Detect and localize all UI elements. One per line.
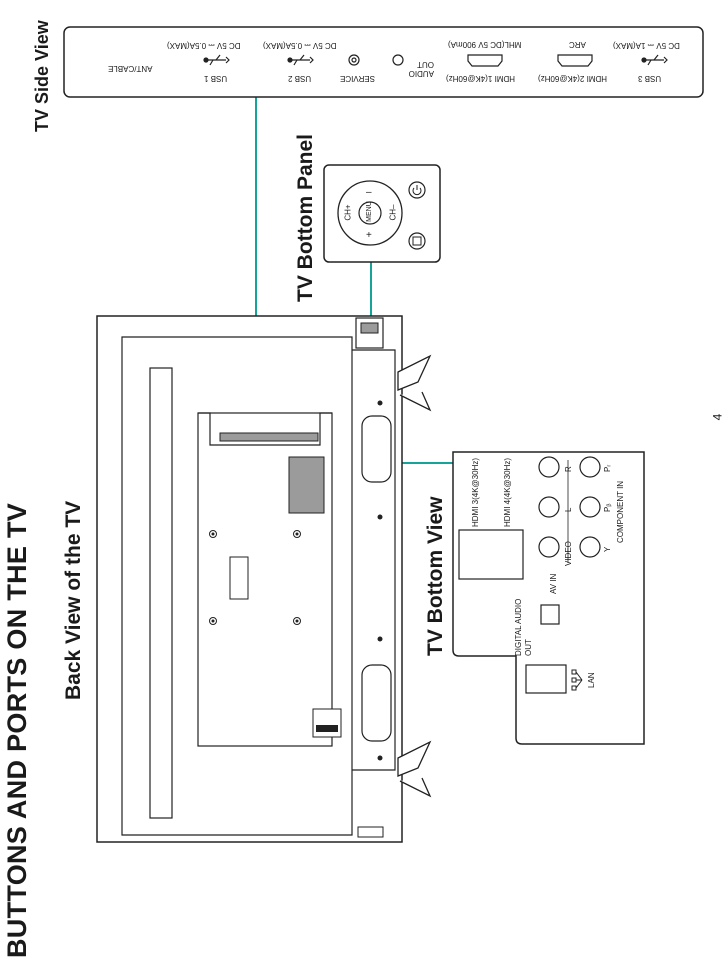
side-view-panel [63, 26, 704, 98]
audio-out-label: AUDIO OUT [408, 60, 434, 78]
power-icon [412, 185, 422, 196]
bottom-label [357, 826, 384, 838]
menu-label: MENU [365, 201, 373, 222]
usb3-icon [641, 54, 668, 66]
speaker-bottom [361, 664, 392, 742]
hdmi4-label: HDMI 4(4K@30Hz) [503, 457, 512, 527]
video-label: VIDEO [564, 541, 573, 566]
lan-label: LAN [587, 672, 596, 688]
tv-slot [149, 367, 173, 819]
y-label: Y [603, 546, 612, 552]
tv-back-inner [121, 336, 353, 836]
label-plate [229, 556, 249, 600]
lan-icon [571, 669, 583, 691]
usb3-label: USB 3 [638, 74, 662, 83]
stand-foot-top [397, 354, 432, 412]
side-port-icons [203, 54, 668, 67]
component-in-label: COMPONENT IN [616, 480, 625, 543]
side-port-cavity [198, 412, 332, 446]
l-label: L [564, 507, 573, 512]
hdmi2-note: ARC [569, 40, 586, 49]
side-screws [377, 400, 383, 761]
optical-port [540, 604, 560, 625]
vesa-screws [209, 530, 301, 625]
vol-down-label: – [366, 187, 372, 198]
hdmi-block [458, 529, 524, 580]
pr-label: Pᵣ [603, 464, 612, 472]
usb2-label: USB 2 [288, 74, 312, 83]
power-cord-label [316, 725, 338, 732]
power-cord-socket [312, 708, 342, 738]
service-port [348, 54, 360, 66]
ch-up-label: CH+ [343, 204, 353, 221]
hdmi1-port [467, 54, 503, 67]
stand-foot-bottom [397, 740, 432, 798]
av-in-label: AV IN [549, 573, 558, 594]
bottom-view-panel [452, 451, 645, 745]
menu-button [358, 201, 382, 225]
ant-cable-label: ANT/CABLE [108, 64, 153, 73]
input-button [408, 232, 426, 250]
hdmi2-label: HDMI 2(4K@60Hz) [538, 74, 608, 83]
pb-label: Pᵦ [603, 503, 612, 512]
component-jacks [538, 456, 601, 558]
vol-up-label: + [366, 230, 372, 241]
hdmi1-label: HDMI 1(4K@60Hz) [446, 74, 516, 83]
hdmi3-label: HDMI 3(4K@30Hz) [471, 457, 480, 527]
usb1-note: DC 5V ⎓ 0.5A(MAX) [167, 41, 241, 50]
ch-down-label: CH– [388, 204, 398, 221]
bottom-port-block [288, 456, 325, 514]
hdmi1-note: MHL(DC 5V 900mA) [448, 40, 522, 49]
input-icon [412, 236, 422, 246]
usb1-label: USB 1 [204, 74, 228, 83]
lan-port [525, 664, 567, 694]
r-label: R [564, 466, 573, 472]
usb2-note: DC 5V ⎓ 0.5A(MAX) [263, 41, 337, 50]
speaker-top [361, 415, 392, 483]
usb1-icon [203, 54, 230, 66]
audio-out-port [392, 54, 404, 66]
tv-back-outline [96, 315, 403, 843]
usb3-note: DC 5V ⎓ 1A(MAX) [613, 41, 680, 50]
usb2-icon [287, 54, 314, 66]
side-port-strip [219, 432, 319, 442]
tv-back-lower [352, 349, 396, 771]
hdmi2-port [557, 54, 593, 67]
service-label: SERVICE [340, 74, 375, 83]
digital-audio-out-label: DIGITAL AUDIO OUT [514, 598, 533, 656]
